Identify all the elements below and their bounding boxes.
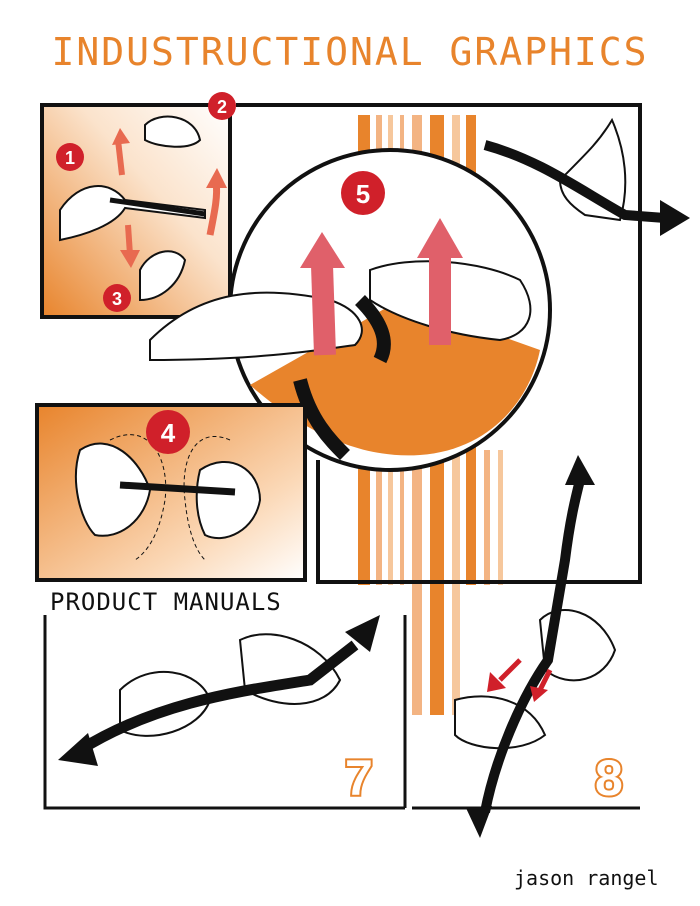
page-title: INDUSTRUCTIONAL GRAPHICS bbox=[51, 30, 649, 74]
step-1-badge: 1 bbox=[56, 143, 84, 171]
panel-step-5 bbox=[149, 103, 690, 584]
step-7-number: 7 bbox=[345, 750, 373, 806]
step-8-number: 8 bbox=[595, 750, 623, 806]
step-1-number: 1 bbox=[65, 148, 75, 168]
step-5-number: 5 bbox=[356, 179, 370, 209]
panel-steps-1-3 bbox=[40, 103, 232, 319]
step-3-badge: 3 bbox=[103, 284, 131, 312]
panel-step-7 bbox=[43, 615, 407, 810]
section-label: PRODUCT MANUALS bbox=[50, 588, 282, 616]
step-3-number: 3 bbox=[112, 289, 122, 309]
step-2-badge: 2 bbox=[208, 92, 236, 120]
step-5-badge: 5 bbox=[341, 171, 385, 215]
panel-step-8 bbox=[412, 455, 640, 838]
step-2-number: 2 bbox=[217, 97, 227, 117]
step-4-badge: 4 bbox=[146, 410, 190, 454]
step-4-number: 4 bbox=[161, 418, 176, 448]
author-credit: jason rangel bbox=[514, 866, 659, 890]
